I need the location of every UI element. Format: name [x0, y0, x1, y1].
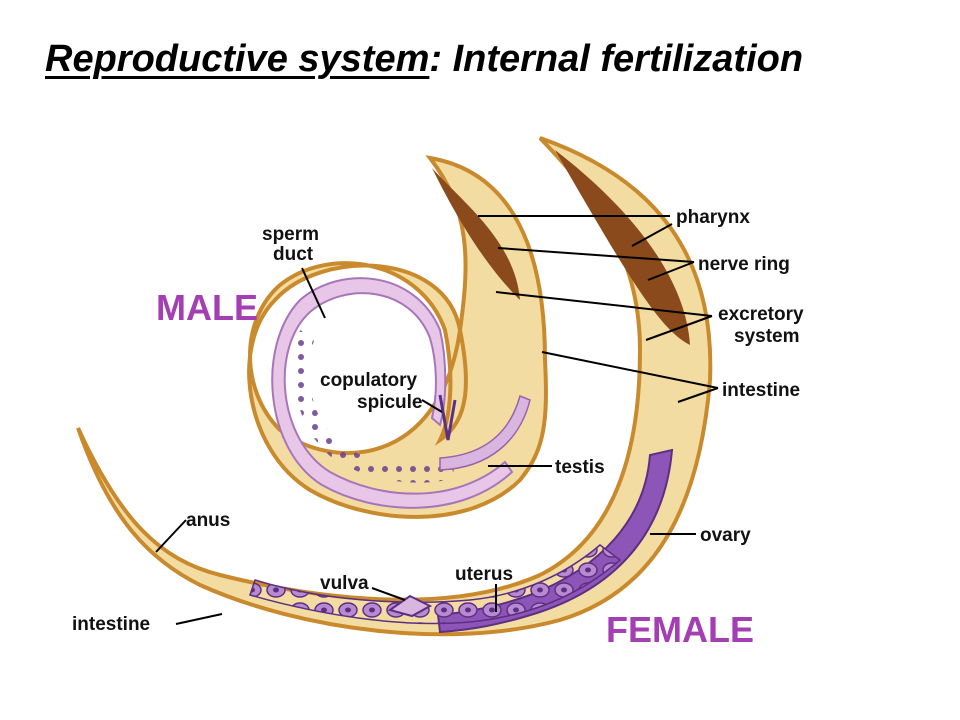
label-sperm-duct-line1: sperm — [262, 224, 319, 245]
label-male: MALE — [156, 287, 258, 328]
male-pharynx — [432, 168, 520, 300]
leader-intestine-female — [677, 387, 719, 403]
leader-pharynx-female — [631, 223, 673, 247]
label-vulva: vulva — [320, 573, 369, 594]
leader-anus — [155, 519, 187, 553]
leader-excretory-female — [645, 315, 713, 341]
label-intestine-lower: intestine — [72, 614, 150, 635]
slide-title-rest: : Internal fertilization — [429, 38, 804, 80]
slide-title: Reproductive system: Internal fertilizat… — [45, 38, 803, 81]
sperm-cells — [293, 330, 455, 483]
label-anus: anus — [186, 510, 230, 531]
leader-nerve-ring-female — [647, 261, 695, 281]
leader-intestine-male — [541, 351, 719, 389]
label-copulatory-line1: copulatory — [320, 370, 418, 391]
female-body-wall — [76, 136, 713, 637]
label-pharynx: pharynx — [676, 207, 750, 228]
label-copulatory-line2: spicule — [357, 392, 422, 413]
testis-region — [439, 394, 531, 471]
male-body-wall — [247, 155, 548, 519]
label-ovary: ovary — [700, 525, 751, 546]
label-nerve-ring: nerve ring — [698, 254, 790, 275]
label-sperm-duct-line2: duct — [273, 244, 314, 265]
leader-spicule — [421, 399, 443, 413]
male-worm — [247, 155, 548, 519]
label-uterus: uterus — [455, 564, 513, 585]
leader-lines — [155, 215, 719, 625]
female-worm — [76, 136, 713, 637]
female-pharynx — [555, 150, 690, 345]
label-excretory-line1: excretory — [718, 304, 804, 325]
copulatory-spicule-shape — [438, 394, 457, 441]
label-testis: testis — [555, 457, 605, 478]
leader-intestine-lower — [175, 613, 223, 625]
label-female: FEMALE — [606, 609, 754, 650]
male-spiral-band — [271, 277, 514, 509]
label-intestine-right: intestine — [722, 380, 800, 401]
uterus-eggs — [249, 544, 622, 625]
leader-vulva — [371, 587, 406, 601]
leader-excretory-male — [495, 291, 713, 317]
slide-title-underlined: Reproductive system — [45, 38, 430, 80]
leader-nerve-ring-male — [497, 247, 695, 263]
leader-sperm-duct — [301, 267, 326, 319]
label-excretory-line2: system — [734, 326, 800, 347]
vulva-shape — [387, 594, 433, 618]
